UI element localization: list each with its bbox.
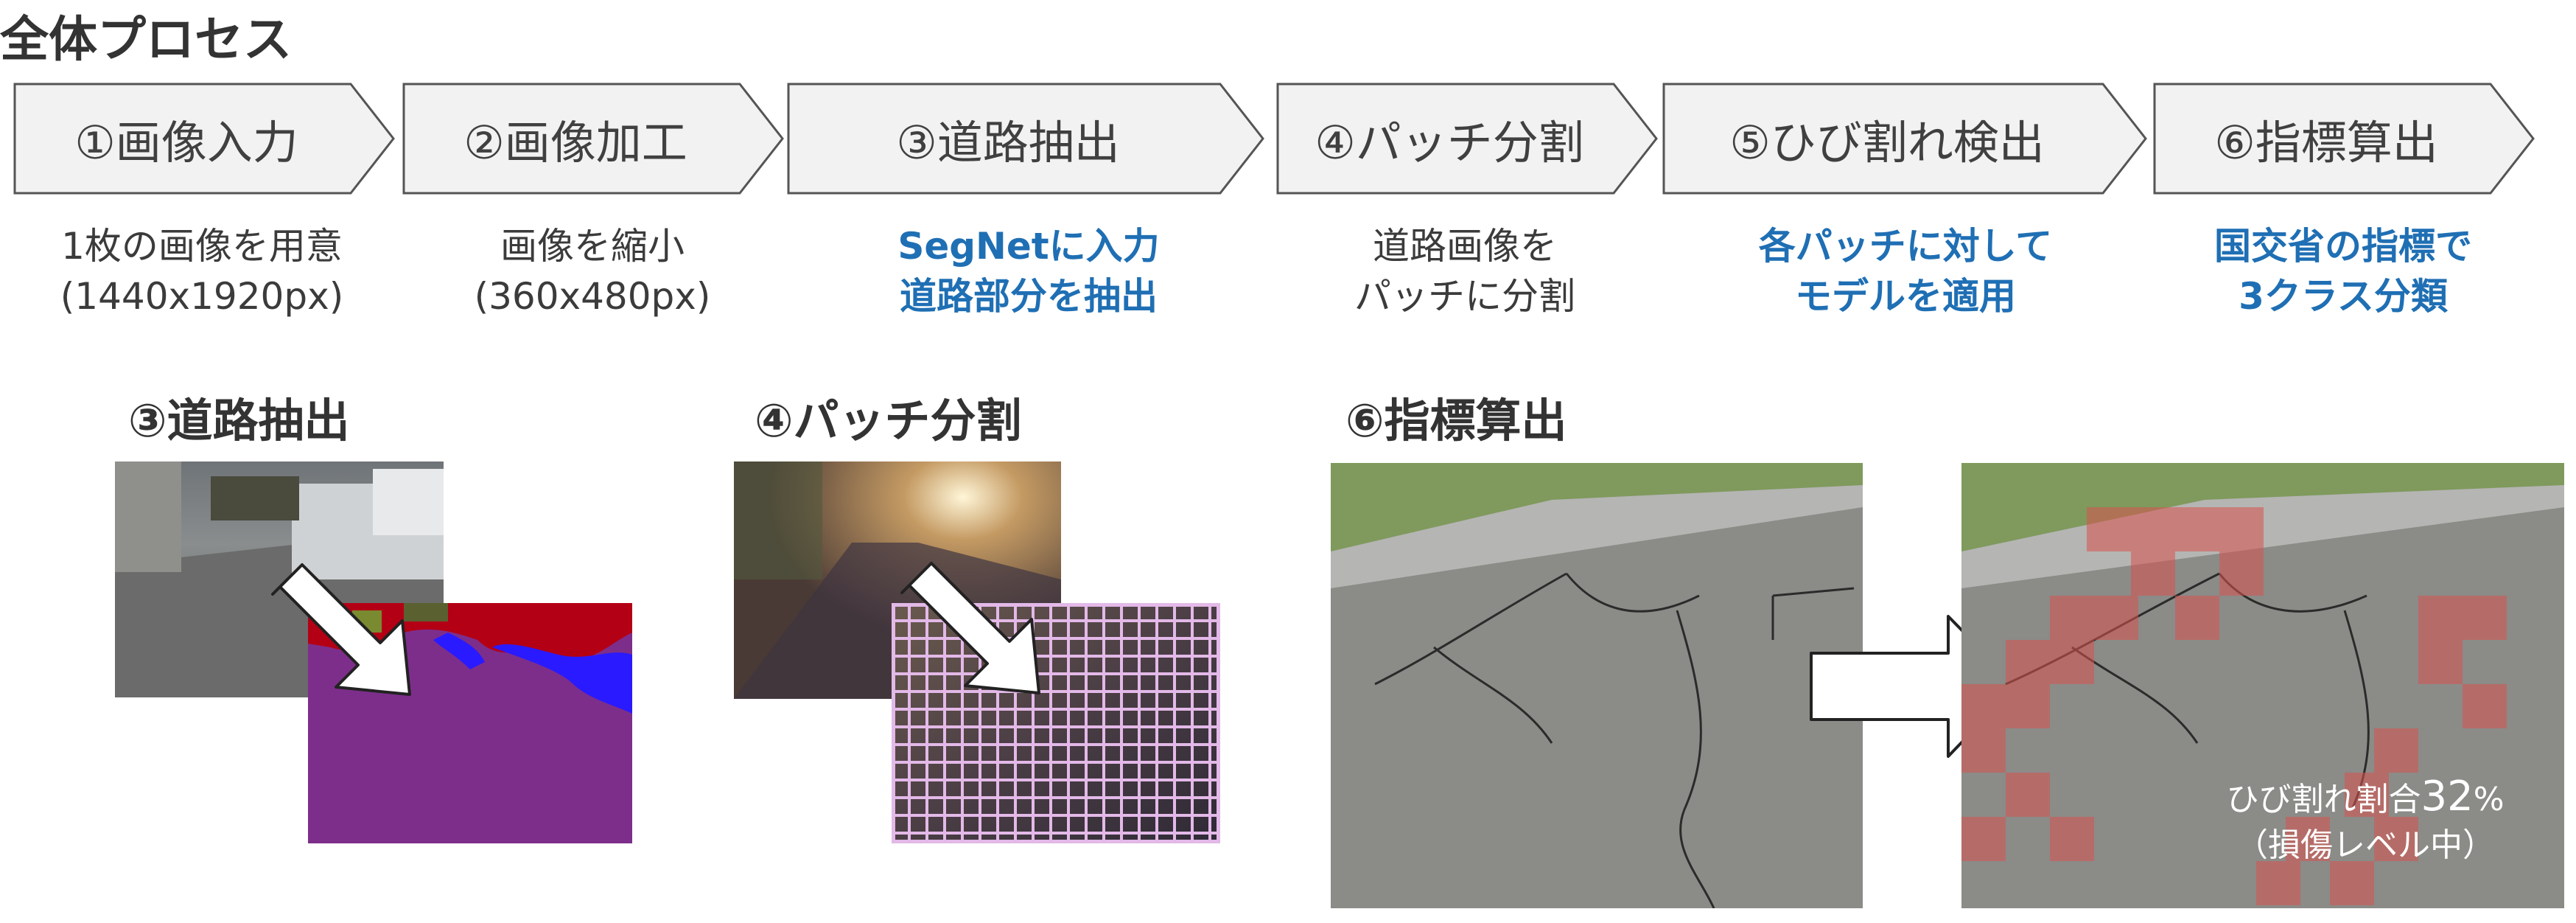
arrow-icon bbox=[271, 563, 411, 696]
road-extraction-title: ③道路抽出 bbox=[128, 394, 350, 447]
description-line: 道路部分を抽出 bbox=[900, 275, 1158, 318]
step-description-index-calculation: 国交省の指標で 3クラス分類 bbox=[2152, 221, 2535, 321]
step-description-road-extraction: SegNetに入力 道路部分を抽出 bbox=[837, 221, 1220, 321]
description-line: モデルを適用 bbox=[1795, 275, 2016, 318]
step-description-image-input: 1枚の画像を用意 (1440x1920px) bbox=[10, 221, 393, 321]
page-title: 全体プロセス bbox=[0, 11, 292, 68]
description-line: (1440x1920px) bbox=[60, 275, 344, 318]
step-label: ⑤ひび割れ検出 bbox=[1729, 116, 2045, 170]
arrow-icon bbox=[900, 562, 1040, 694]
crack-road-photo bbox=[1331, 463, 1863, 908]
description-line: 画像を縮小 bbox=[500, 225, 685, 268]
patch-split-title: ④パッチ分割 bbox=[755, 394, 1022, 447]
index-calculation-title: ⑥指標算出 bbox=[1345, 394, 1567, 447]
description-line: 国交省の指標で bbox=[2214, 225, 2472, 268]
step-description-patch-split: 道路画像を パッチに分割 bbox=[1273, 221, 1656, 321]
crack-detection-result bbox=[1961, 463, 2564, 908]
step-label: ②画像加工 bbox=[463, 116, 687, 170]
crack-ratio-line: ひび割れ割合32% bbox=[2181, 774, 2549, 823]
step-label: ③道路抽出 bbox=[896, 116, 1120, 170]
description-line: SegNetに入力 bbox=[897, 225, 1160, 268]
crack-ratio-value: 32 bbox=[2421, 773, 2474, 821]
crack-ratio-label: ひび割れ割合 bbox=[2226, 781, 2421, 818]
crack-ratio-unit: % bbox=[2473, 781, 2505, 818]
patch-grid bbox=[892, 603, 1220, 843]
road-photo bbox=[115, 461, 444, 697]
description-line: パッチに分割 bbox=[1354, 275, 1575, 318]
damage-level: （損傷レベル中） bbox=[2236, 826, 2495, 864]
description-line: 道路画像を bbox=[1373, 225, 1557, 268]
step-label: ⑥指標算出 bbox=[2214, 116, 2438, 170]
description-line: 1枚の画像を用意 bbox=[61, 225, 343, 268]
description-line: 3クラス分類 bbox=[2239, 275, 2448, 318]
crack-ratio-overlay: ひび割れ割合32% （損傷レベル中） bbox=[2181, 774, 2549, 868]
description-line: (360x480px) bbox=[474, 275, 711, 318]
step-label: ①画像入力 bbox=[74, 116, 298, 170]
description-line: 各パッチに対して bbox=[1758, 225, 2053, 268]
step-description-crack-detection: 各パッチに対して モデルを適用 bbox=[1714, 221, 2097, 321]
step-description-image-processing: 画像を縮小 (360x480px) bbox=[401, 221, 784, 321]
step-label: ④パッチ分割 bbox=[1315, 116, 1584, 170]
